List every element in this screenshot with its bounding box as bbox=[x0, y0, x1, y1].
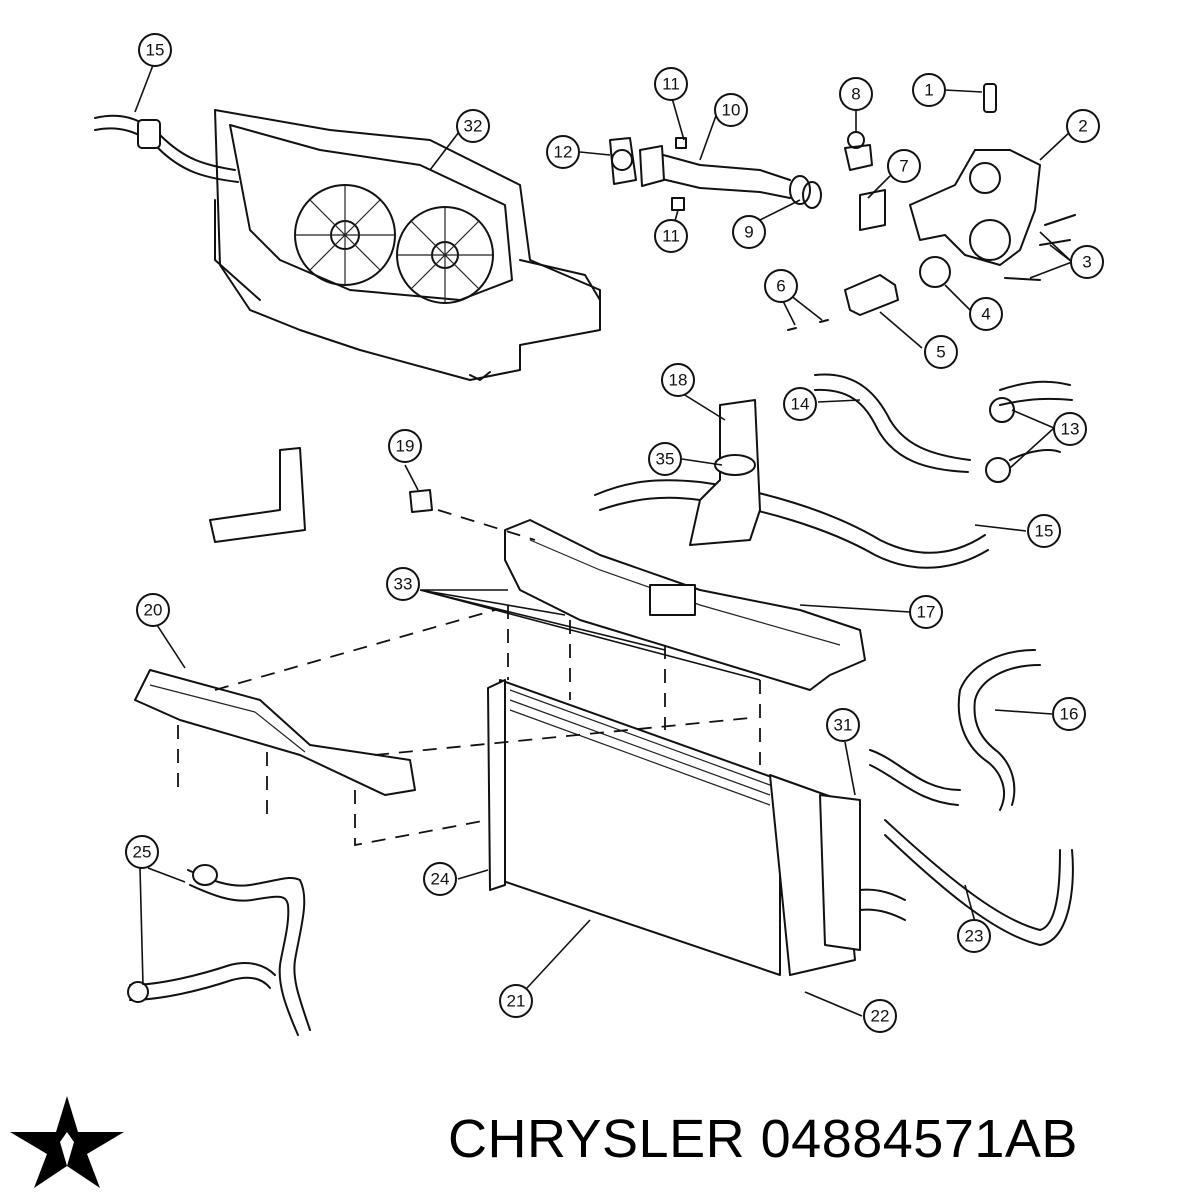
callout-23: 32 bbox=[456, 109, 490, 143]
callout-31: 24 bbox=[423, 862, 457, 896]
callout-label: 10 bbox=[722, 101, 741, 120]
lower-left-hose bbox=[127, 864, 311, 1036]
heater-hose-assembly bbox=[814, 373, 1073, 483]
callout-label: 33 bbox=[394, 575, 413, 594]
callout-33: 22 bbox=[863, 999, 897, 1033]
callout-label: 6 bbox=[776, 277, 785, 296]
callout-label: 15 bbox=[1035, 522, 1054, 541]
alignment-lines bbox=[177, 509, 761, 847]
callout-11-bottom: 11 bbox=[654, 219, 688, 253]
callout-7: 7 bbox=[887, 149, 921, 183]
callout-21: 21 bbox=[499, 984, 533, 1018]
chrysler-star-icon bbox=[4, 1092, 130, 1192]
callout-9: 9 bbox=[732, 215, 766, 249]
callout-label: 17 bbox=[917, 603, 936, 622]
callout-label: 18 bbox=[669, 371, 688, 390]
callout-label: 16 bbox=[1060, 705, 1079, 724]
callout-label: 32 bbox=[464, 117, 483, 136]
callout-label: 12 bbox=[554, 143, 573, 162]
brand-name: CHRYSLER bbox=[448, 1109, 746, 1169]
part-caption: CHRYSLER 04884571AB bbox=[448, 1108, 1078, 1170]
callout-32: 25 bbox=[125, 835, 159, 869]
callout-3: 3 bbox=[1070, 245, 1104, 279]
callout-12: 12 bbox=[546, 135, 580, 169]
callout-label: 24 bbox=[431, 870, 450, 889]
part-number: 04884571AB bbox=[760, 1109, 1078, 1169]
callout-label: 1 bbox=[924, 81, 933, 100]
callout-10: 10 bbox=[714, 93, 748, 127]
callout-19: 19 bbox=[388, 429, 422, 463]
callout-label: 25 bbox=[133, 843, 152, 862]
callout-18: 18 bbox=[661, 363, 695, 397]
callout-25: 31 bbox=[826, 708, 860, 742]
callout-16: 16 bbox=[1052, 697, 1086, 731]
callout-35: 35 bbox=[648, 442, 682, 476]
callout-label: 19 bbox=[396, 437, 415, 456]
callout-label: 14 bbox=[791, 395, 810, 414]
callout-label: 21 bbox=[507, 992, 526, 1011]
callout-label: 15 bbox=[146, 41, 165, 60]
callout-label: 7 bbox=[899, 157, 908, 176]
callout-17: 17 bbox=[909, 595, 943, 629]
callout-8: 8 bbox=[839, 77, 873, 111]
callout-14: 14 bbox=[783, 387, 817, 421]
fan-module-assembly bbox=[94, 109, 601, 381]
callout-label: 31 bbox=[834, 716, 853, 735]
callout-15-top: 15 bbox=[138, 33, 172, 67]
leader-lines bbox=[134, 59, 1073, 1017]
callout-label: 22 bbox=[871, 1007, 890, 1026]
left-bracket bbox=[209, 447, 433, 543]
callout-label: 11 bbox=[662, 227, 680, 246]
air-deflector bbox=[134, 669, 416, 796]
callout-24: 33 bbox=[386, 567, 420, 601]
callout-13: 13 bbox=[1053, 412, 1087, 446]
lower-hose-assembly bbox=[869, 649, 1074, 946]
callout-5: 5 bbox=[924, 335, 958, 369]
callout-label: 5 bbox=[936, 343, 945, 362]
callout-22: 23 bbox=[957, 919, 991, 953]
callout-label: 9 bbox=[744, 223, 753, 242]
callout-label: 11 bbox=[662, 75, 680, 94]
callout-20: 20 bbox=[136, 593, 170, 627]
radiator-assembly bbox=[487, 679, 906, 976]
callout-15-right: 15 bbox=[1027, 514, 1061, 548]
callout-label: 2 bbox=[1078, 117, 1087, 136]
callout-label: 3 bbox=[1082, 253, 1091, 272]
crossmember bbox=[504, 519, 866, 691]
callout-4: 4 bbox=[969, 297, 1003, 331]
callout-label: 8 bbox=[851, 85, 860, 104]
callout-6: 6 bbox=[764, 269, 798, 303]
upper-hose-assembly bbox=[594, 399, 989, 569]
callout-label: 13 bbox=[1061, 420, 1080, 439]
callout-1: 1 bbox=[912, 73, 946, 107]
callout-11-top: 11 bbox=[654, 67, 688, 101]
callout-label: 4 bbox=[981, 305, 990, 324]
thermostat-housing-assembly bbox=[787, 83, 1076, 331]
callout-label: 23 bbox=[965, 927, 984, 946]
callout-label: 35 bbox=[656, 450, 675, 469]
callout-2: 2 bbox=[1066, 109, 1100, 143]
coolant-tube-assembly bbox=[609, 137, 822, 211]
callout-label: 20 bbox=[144, 601, 163, 620]
